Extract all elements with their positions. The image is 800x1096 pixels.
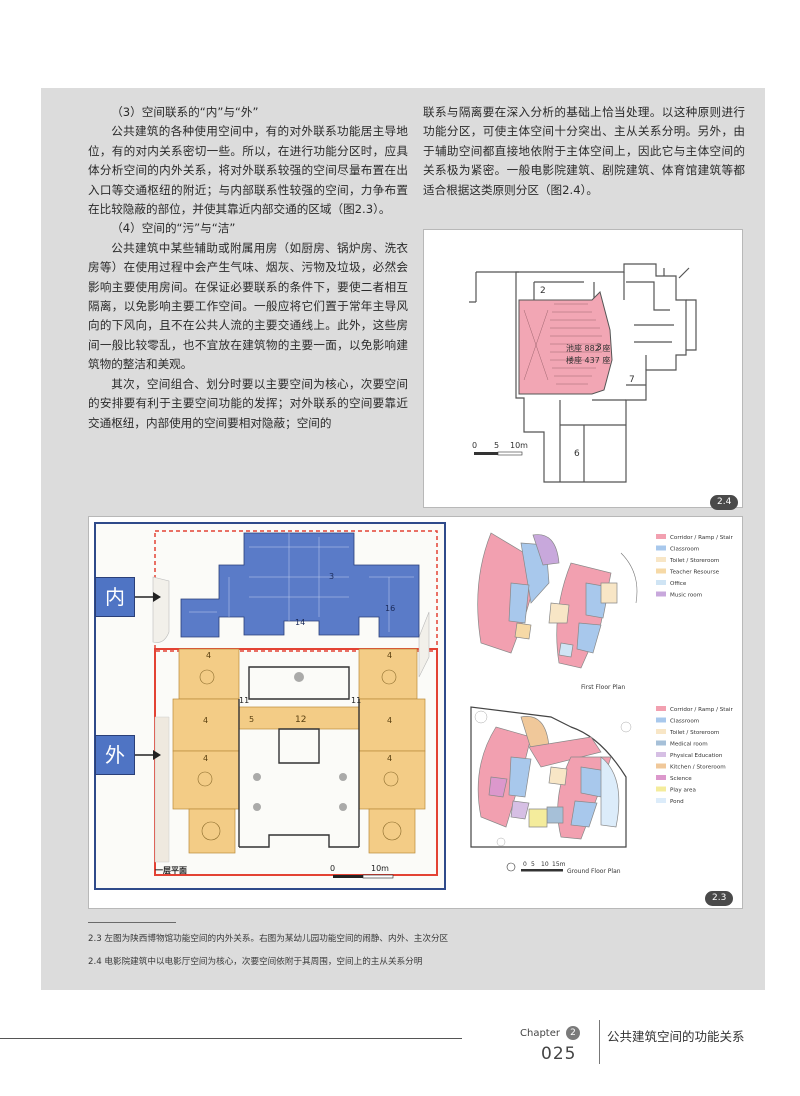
legend-swatch xyxy=(656,798,666,803)
paragraph-dirty-clean: 公共建筑中某些辅助或附属用房（如厨房、锅炉房、洗衣房等）在使用过程中会产生气味、… xyxy=(88,240,408,372)
figure-2-3: 3 14 16 4 4 4 4 4 4 11 11 12 5 一层平面 0 10… xyxy=(88,516,743,909)
legend-swatch xyxy=(656,591,666,597)
room-label-2: 2 xyxy=(540,286,546,296)
museum-inner-outer-plan: 3 14 16 4 4 4 4 4 4 11 11 12 5 一层平面 0 10… xyxy=(94,522,446,890)
legend-label: Toilet / Storeroom xyxy=(669,730,719,736)
footer-rule xyxy=(0,1038,462,1039)
svg-text:11: 11 xyxy=(351,696,361,705)
svg-text:5: 5 xyxy=(531,861,535,868)
legend-swatch xyxy=(656,740,666,746)
legend-swatch xyxy=(656,717,666,723)
svg-text:3: 3 xyxy=(329,572,334,581)
outer-zone-label: 外 xyxy=(95,735,135,775)
legend-label: Music room xyxy=(670,593,702,599)
room-label-7: 7 xyxy=(629,375,635,385)
svg-text:10: 10 xyxy=(541,861,549,868)
cinema-plan-drawing: 池座 882 座 楼座 437 座 2 3 6 7 0 5 10m xyxy=(469,263,697,483)
chapter-number: 2 xyxy=(566,1026,580,1040)
legend-label: Play area xyxy=(670,788,696,794)
legend-swatch xyxy=(656,568,666,574)
running-title: 公共建筑空间的功能关系 xyxy=(607,1029,745,1044)
room-label-6: 6 xyxy=(574,449,580,459)
caption-2-3: 2.3 左图为陕西博物馆功能空间的内外关系。右图为某幼儿园功能空间的闹静、内外、… xyxy=(88,934,449,944)
page-number: 025 xyxy=(541,1044,577,1064)
zone-arrows xyxy=(135,592,161,760)
svg-text:0: 0 xyxy=(330,864,335,873)
legend-label: Corridor / Ramp / Stair xyxy=(670,535,733,541)
cinema-scale-bar: 0 5 10m xyxy=(472,441,528,456)
svg-text:4: 4 xyxy=(387,651,392,660)
svg-text:0: 0 xyxy=(472,441,477,450)
first-floor-title: First Floor Plan xyxy=(581,684,625,691)
legend-swatch xyxy=(656,557,666,562)
ground-floor-title: Ground Floor Plan xyxy=(567,868,621,875)
kindergarten-first-floor-plan: First Floor Plan Corridor / Ramp / Stair… xyxy=(477,532,733,691)
ground-floor-scale-bar: 0 5 10 15m xyxy=(521,861,566,872)
figure-2-4-cinema-plan: 池座 882 座 楼座 437 座 2 3 6 7 0 5 10m 2.4 xyxy=(423,229,743,510)
legend-label: Office xyxy=(670,581,687,587)
legend-swatch xyxy=(656,786,666,792)
paragraph-inner-outer: 公共建筑的各种使用空间中，有的对外联系功能居主导地位，有的对内关系密切一些。所以… xyxy=(88,124,408,217)
svg-text:11: 11 xyxy=(239,696,249,705)
north-arrow-icon xyxy=(506,862,516,872)
caption-2-4: 2.4 电影院建筑中以电影厅空间为核心，次要空间依附于其周围，空间上的主从关系分… xyxy=(88,957,423,967)
plan-caption: 一层平面 xyxy=(155,866,187,875)
svg-text:5: 5 xyxy=(494,441,499,450)
svg-text:14: 14 xyxy=(295,618,305,627)
legend-swatch xyxy=(656,545,666,551)
legend-label: Teacher Resourse xyxy=(669,570,720,576)
svg-text:15m: 15m xyxy=(552,861,566,868)
legend-label: Classroom xyxy=(670,719,699,725)
heading-inner-outer: （3）空间联系的“内”与“外” xyxy=(111,105,259,119)
legend-swatch xyxy=(656,763,666,769)
paragraph-continuation: 联系与隔离要在深入分析的基础上恰当处理。以这种原则进行功能分区，可使主体空间十分… xyxy=(423,105,745,197)
legend-swatch xyxy=(656,752,666,757)
svg-text:10m: 10m xyxy=(371,864,389,873)
legend-label: Physical Education xyxy=(670,753,723,759)
stall-seat-count: 池座 882 座 xyxy=(566,343,610,353)
legend-label: Classroom xyxy=(670,547,699,553)
heading-dirty-clean: （4）空间的“污”与“洁” xyxy=(111,221,236,236)
legend-label: Medical room xyxy=(670,742,708,748)
figure-2-3-badge: 2.3 xyxy=(705,891,734,906)
legend-swatch xyxy=(656,775,666,780)
kindergarten-ground-floor-plan: 0 5 10 15m Ground Floor Plan Corridor / … xyxy=(470,706,733,875)
arrow-right-icon xyxy=(153,750,161,760)
legend-label: Toilet / Storeroom xyxy=(669,558,719,564)
balcony-seat-count: 楼座 437 座 xyxy=(566,355,610,365)
right-text-column: 联系与隔离要在深入分析的基础上恰当处理。以这种原则进行功能分区，可使主体空间十分… xyxy=(423,103,745,200)
figure-2-4-badge: 2.4 xyxy=(710,495,739,510)
svg-text:4: 4 xyxy=(387,716,392,725)
legend-label: Science xyxy=(670,776,692,782)
paragraph-organization: 其次，空间组合、划分时要以主要空间为核心，次要空间的安排要有利于主要空间功能的发… xyxy=(88,376,408,430)
svg-text:5: 5 xyxy=(249,715,254,724)
arrow-right-icon xyxy=(153,592,161,602)
room-label-3: 3 xyxy=(596,343,602,353)
chapter-label: Chapter xyxy=(520,1028,560,1039)
legend-swatch xyxy=(656,534,666,539)
svg-text:4: 4 xyxy=(206,651,211,660)
legend-label: Kitchen / Storeroom xyxy=(670,765,726,771)
legend-swatch xyxy=(656,706,666,711)
footer-separator xyxy=(599,1020,600,1064)
svg-text:4: 4 xyxy=(203,716,208,725)
caption-rule xyxy=(88,922,176,923)
inner-zone-label: 内 xyxy=(95,577,135,617)
legend-swatch xyxy=(656,729,666,734)
left-text-column: （3）空间联系的“内”与“外” 公共建筑的各种使用空间中，有的对外联系功能居主导… xyxy=(88,103,408,433)
legend-swatch xyxy=(656,580,666,585)
svg-text:4: 4 xyxy=(203,754,208,763)
legend-label: Corridor / Ramp / Stair xyxy=(670,707,733,713)
svg-text:10m: 10m xyxy=(510,441,528,450)
museum-scale-bar: 0 10m xyxy=(330,864,394,879)
svg-text:4: 4 xyxy=(387,754,392,763)
svg-text:0: 0 xyxy=(523,861,527,868)
svg-text:12: 12 xyxy=(295,715,306,725)
legend-label: Pond xyxy=(670,799,684,805)
svg-text:16: 16 xyxy=(385,604,395,613)
